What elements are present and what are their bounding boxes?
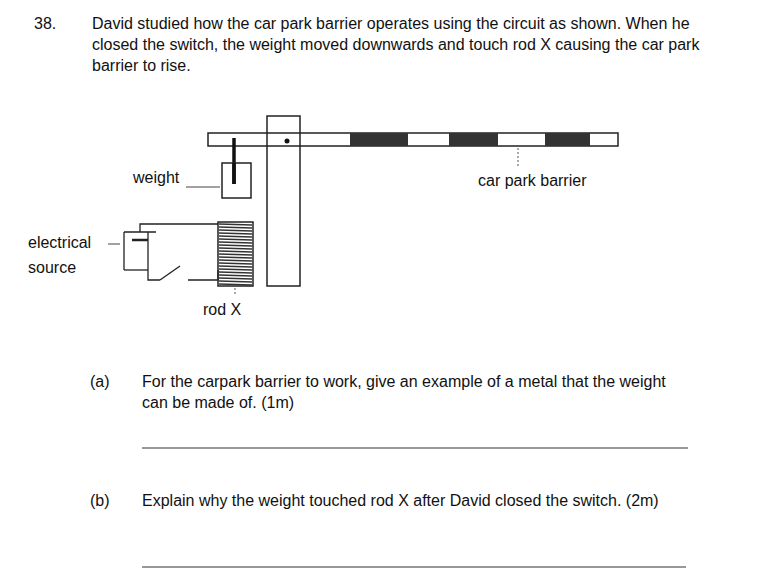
coil-winding <box>219 230 252 231</box>
question-text: Explain why the weight touched rod X aft… <box>142 490 697 511</box>
coil-winding <box>219 266 252 267</box>
barrier-stripe <box>350 133 408 146</box>
question-text: David studied how the car park barrier o… <box>92 13 704 76</box>
coil-winding <box>219 260 252 261</box>
leader-line <box>235 288 236 296</box>
coil-winding <box>219 227 252 228</box>
question-text: For the carpark barrier to work, give an… <box>142 371 687 413</box>
weight-block <box>222 163 251 198</box>
coil-winding <box>219 257 252 258</box>
wire <box>188 270 218 280</box>
coil-winding <box>219 242 252 243</box>
coil-winding <box>219 281 252 282</box>
answer-line <box>142 567 686 568</box>
wire <box>140 224 218 232</box>
wire <box>148 270 160 280</box>
switch-blade <box>160 266 180 280</box>
part-label: rod X <box>203 299 263 320</box>
answer-line <box>142 448 688 449</box>
coil-winding <box>219 233 252 234</box>
cell-plate <box>124 231 156 233</box>
question-number: 38. <box>34 13 74 34</box>
coil-winding <box>219 239 252 240</box>
leader-line <box>108 244 120 245</box>
coil-winding <box>219 272 252 273</box>
coil-winding <box>219 263 252 264</box>
coil-winding <box>219 236 252 237</box>
coil-winding <box>219 251 252 252</box>
coil-winding <box>219 269 252 270</box>
leader-line <box>186 187 220 188</box>
part-label: electrical source <box>28 230 108 280</box>
part-label: weight <box>133 167 193 188</box>
coil-rod <box>218 222 253 286</box>
question-part-number: (b) <box>90 490 130 511</box>
wire <box>124 269 148 270</box>
coil-winding <box>219 278 252 279</box>
question-part-number: (a) <box>90 371 130 392</box>
leader-line <box>518 148 519 167</box>
pivot-dot <box>285 139 290 144</box>
coil-winding <box>219 224 252 225</box>
coil-winding <box>219 284 252 285</box>
wire <box>123 232 124 270</box>
coil-winding <box>219 254 252 255</box>
cell-plate <box>132 239 148 242</box>
coil-winding <box>219 275 252 276</box>
coil-winding <box>219 245 252 246</box>
weight-rod <box>232 138 236 184</box>
barrier-stripe <box>545 133 590 146</box>
coil-winding <box>219 248 252 249</box>
barrier-arm <box>208 133 618 146</box>
cell-body <box>147 232 148 270</box>
barrier-stripe <box>449 133 498 146</box>
part-label: car park barrier <box>478 170 618 191</box>
